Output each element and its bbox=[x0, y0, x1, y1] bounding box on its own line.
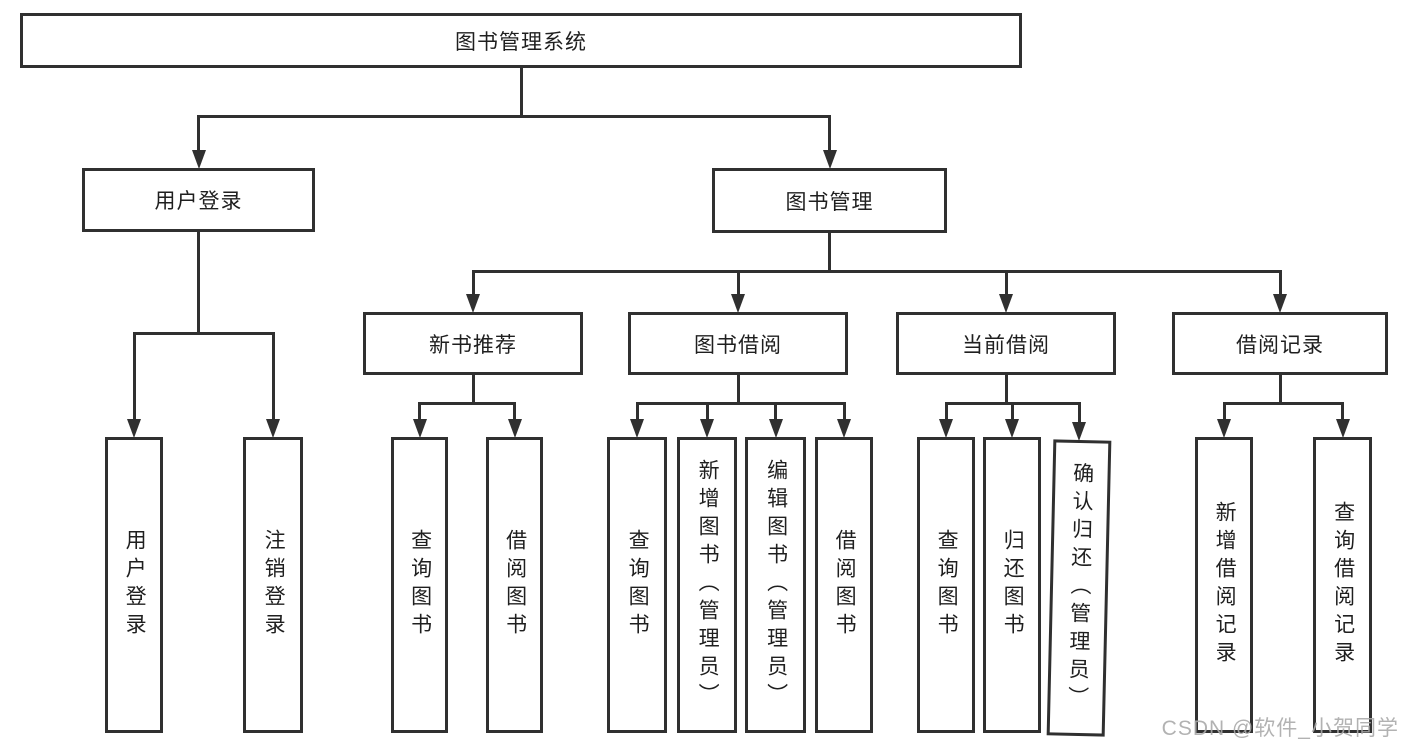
connector-drop bbox=[197, 115, 200, 151]
node-label: 新增图书（管理员） bbox=[696, 459, 720, 711]
node-rec-query: 查询图书 bbox=[391, 437, 448, 733]
node-login: 用户登录 bbox=[82, 168, 315, 232]
node-c-return: 归还图书 bbox=[983, 437, 1041, 733]
node-records: 借阅记录 bbox=[1172, 312, 1388, 375]
node-b-add: 新增图书（管理员） bbox=[677, 437, 737, 733]
arrow-down-icon bbox=[999, 294, 1013, 313]
connector-bus bbox=[635, 402, 846, 405]
node-rec: 新书推荐 bbox=[363, 312, 583, 375]
node-label: 图书借阅 bbox=[694, 333, 782, 357]
connector-drop bbox=[271, 332, 275, 420]
node-label: 查询借阅记录 bbox=[1331, 501, 1355, 669]
connector-stem bbox=[736, 374, 740, 405]
node-label: 归还图书 bbox=[1001, 529, 1025, 641]
connector-stem bbox=[1004, 374, 1008, 405]
node-label: 注销登录 bbox=[262, 529, 286, 641]
node-label: 用户登录 bbox=[154, 190, 243, 213]
connector-drop bbox=[1278, 270, 1282, 295]
node-label: 查询图书 bbox=[408, 529, 432, 641]
connector-drop bbox=[705, 402, 709, 420]
node-label: 当前借阅 bbox=[962, 333, 1050, 357]
connector-stem bbox=[828, 232, 831, 273]
node-b-borrow: 借阅图书 bbox=[815, 437, 873, 733]
node-logout: 注销登录 bbox=[243, 437, 303, 733]
connector-drop bbox=[635, 402, 639, 420]
node-root: 图书管理系统 bbox=[20, 13, 1022, 68]
arrow-down-icon bbox=[466, 294, 480, 313]
connector-drop bbox=[736, 270, 740, 295]
arrow-down-icon bbox=[768, 419, 783, 438]
connector-drop bbox=[828, 115, 831, 151]
node-label: 借阅记录 bbox=[1236, 333, 1324, 357]
node-label: 借阅图书 bbox=[503, 529, 527, 641]
arrow-down-icon bbox=[191, 150, 206, 169]
connector-bus bbox=[418, 402, 516, 405]
arrow-down-icon bbox=[630, 419, 644, 438]
arrow-down-icon bbox=[837, 419, 851, 438]
node-b-query: 查询图书 bbox=[607, 437, 667, 733]
node-c-query: 查询图书 bbox=[917, 437, 975, 733]
node-user-login: 用户登录 bbox=[105, 437, 163, 733]
csdn-watermark: CSDN @软件_小贺同学 bbox=[1161, 717, 1399, 740]
arrow-down-icon bbox=[127, 419, 141, 438]
node-label: 查询图书 bbox=[626, 529, 650, 641]
node-label: 新书推荐 bbox=[429, 333, 517, 357]
arrow-down-icon bbox=[939, 419, 953, 438]
arrow-down-icon bbox=[1335, 419, 1350, 438]
connector-bus bbox=[1222, 402, 1344, 405]
connector-drop bbox=[944, 402, 948, 420]
connector-bus bbox=[471, 270, 1282, 273]
connector-drop bbox=[1004, 270, 1008, 295]
node-rec-borrow: 借阅图书 bbox=[486, 437, 543, 733]
arrow-down-icon bbox=[731, 294, 745, 313]
node-label: 新增借阅记录 bbox=[1213, 501, 1237, 669]
connector-drop bbox=[1010, 402, 1014, 420]
arrow-down-icon bbox=[266, 419, 280, 438]
connector-drop bbox=[1222, 402, 1226, 420]
node-mgmt: 图书管理 bbox=[712, 168, 947, 233]
connector-drop bbox=[513, 402, 516, 420]
node-r-add: 新增借阅记录 bbox=[1195, 437, 1253, 733]
connector-drop bbox=[842, 402, 846, 420]
connector-drop bbox=[471, 270, 475, 295]
node-label: 确认归还（管理员） bbox=[1065, 461, 1094, 715]
connector-stem bbox=[197, 231, 200, 335]
node-label: 查询图书 bbox=[935, 529, 959, 641]
connector-stem bbox=[519, 67, 523, 118]
node-label: 图书管理 bbox=[785, 190, 874, 214]
arrow-down-icon bbox=[1217, 419, 1231, 438]
arrow-down-icon bbox=[822, 150, 837, 169]
node-c-confirm: 确认归还（管理员） bbox=[1046, 439, 1112, 737]
connector-drop bbox=[774, 402, 777, 420]
node-b-edit: 编辑图书（管理员） bbox=[745, 437, 806, 733]
node-borrow: 图书借阅 bbox=[628, 312, 848, 375]
connector-drop bbox=[132, 332, 136, 420]
connector-drop bbox=[1077, 402, 1081, 423]
connector-bus bbox=[132, 332, 275, 335]
arrow-down-icon bbox=[507, 419, 522, 438]
connector-drop bbox=[1341, 402, 1344, 420]
connector-bus bbox=[197, 115, 831, 118]
arrow-down-icon bbox=[700, 419, 714, 438]
node-r-query: 查询借阅记录 bbox=[1313, 437, 1372, 733]
arrow-down-icon bbox=[1072, 422, 1086, 441]
arrow-down-icon bbox=[412, 419, 427, 438]
connector-stem bbox=[1278, 374, 1282, 405]
connector-drop bbox=[418, 402, 421, 420]
node-label: 编辑图书（管理员） bbox=[764, 459, 788, 711]
connector-stem bbox=[471, 374, 475, 405]
node-label: 借阅图书 bbox=[833, 529, 857, 641]
arrow-down-icon bbox=[1273, 294, 1287, 313]
node-label: 用户登录 bbox=[123, 529, 147, 641]
node-current: 当前借阅 bbox=[896, 312, 1116, 375]
node-label: 图书管理系统 bbox=[455, 30, 587, 54]
arrow-down-icon bbox=[1005, 419, 1019, 438]
